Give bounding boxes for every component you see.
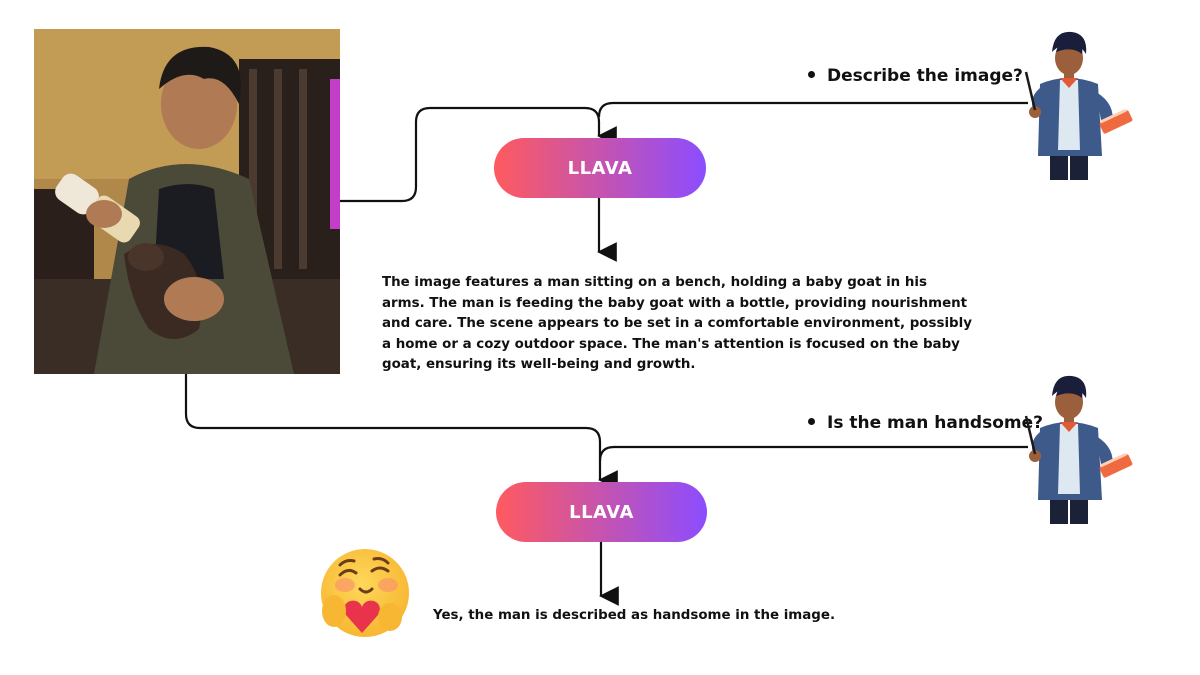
connector-question-1-to-llava-1 [597,101,1028,118]
connector-photo-to-llava-2 [184,374,618,490]
llava-model-label-2: LLAVA [569,501,634,523]
llava-model-box-1: LLAVA [494,138,706,198]
question-2-text: Is the man handsome? [827,413,1043,433]
connector-question-2-to-llava-2 [598,445,1028,462]
bullet-icon [808,70,815,78]
question-1: Describe the image? [808,66,1023,86]
bullet-icon [808,417,815,425]
llava-model-label-1: LLAVA [567,157,633,179]
answer-1: The image features a man sitting on a be… [382,275,972,372]
llava-model-box-2: LLAVA [496,482,707,542]
teacher-with-pointer-icon [1020,28,1140,183]
connector-photo-to-llava-1 [340,106,617,203]
question-2: Is the man handsome? [808,413,1043,433]
question-1-text: Describe the image? [827,66,1023,86]
man-feeding-baby-goat-photo [34,29,340,374]
hugging-heart-emoji-icon [310,545,415,650]
teacher-with-pointer-icon [1020,372,1140,527]
answer-2: Yes, the man is described as handsome in… [433,608,836,623]
